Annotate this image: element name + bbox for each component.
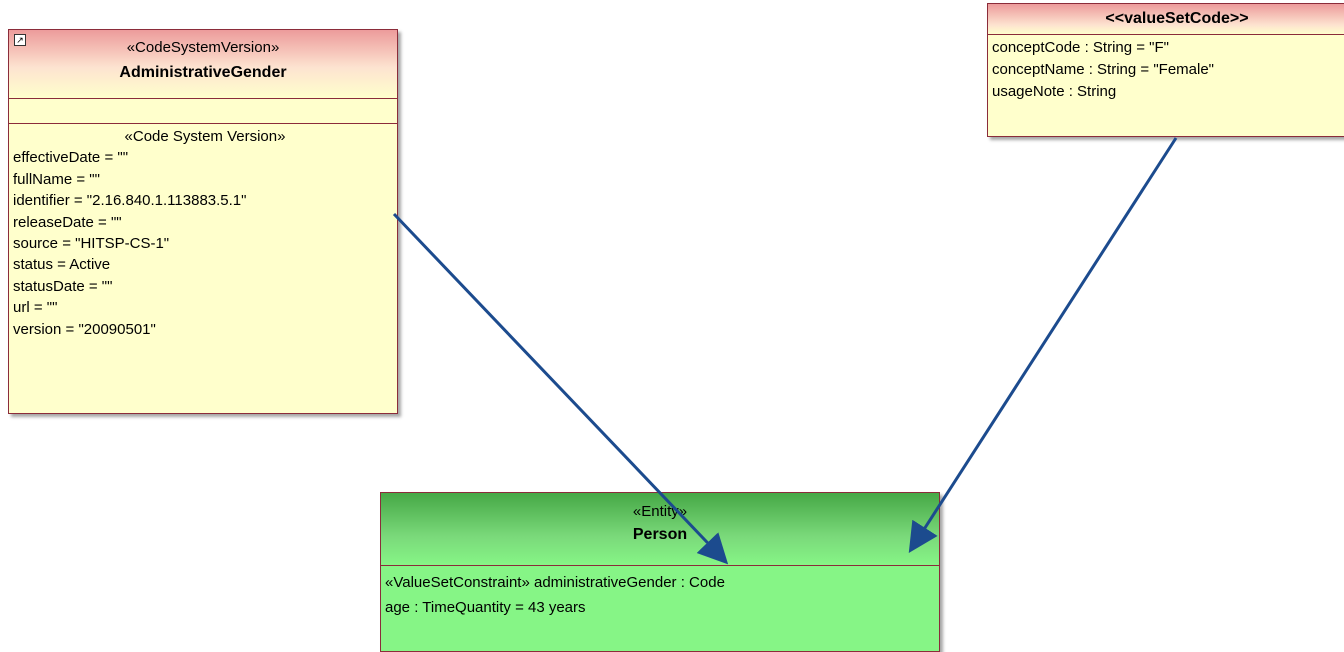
code-system-attribute: url = "" <box>13 299 58 317</box>
shortcut-arrow-icon: ↗ <box>14 34 26 46</box>
identifier-to-gender-arrow <box>392 212 729 565</box>
person-entity-attribute: «ValueSetConstraint» administrativeGende… <box>385 574 725 591</box>
code-system-attribute: source = "HITSP-CS-1" <box>13 235 170 253</box>
code-system-attribute: identifier = "2.16.840.1.113883.5.1" <box>13 192 247 210</box>
code-system-class[interactable]: ↗ «CodeSystemVersion» AdministrativeGend… <box>8 29 398 414</box>
value-set-code-attribute: conceptName : String = "Female" <box>992 61 1214 78</box>
person-entity-header: «Entity» Person <box>381 493 939 566</box>
code-system-stereotype: «CodeSystemVersion» <box>126 39 280 56</box>
code-system-attribute: status = Active <box>13 256 111 274</box>
code-system-name: AdministrativeGender <box>119 64 287 81</box>
code-system-attribute: fullName = "" <box>13 170 100 188</box>
code-system-attribute: releaseDate = "" <box>13 213 122 231</box>
code-system-attributes: «Code System Version» effectiveDate = ""… <box>9 124 397 340</box>
code-system-attribute: effectiveDate = "" <box>13 149 129 167</box>
connector-layer <box>392 137 1178 565</box>
code-system-header: ↗ «CodeSystemVersion» AdministrativeGend… <box>9 30 397 99</box>
value-set-code-attribute: usageNote : String <box>992 83 1117 100</box>
code-system-section-label: «Code System Version» <box>124 128 286 145</box>
code-system-attribute: statusDate = "" <box>13 277 113 295</box>
value-set-code-stereotype: <<valueSetCode>> <box>988 4 1344 35</box>
value-set-code-to-person-arrow <box>908 137 1178 554</box>
person-entity-name: Person <box>632 526 688 543</box>
code-system-attribute: version = "20090501" <box>13 320 156 338</box>
value-set-code-class[interactable]: <<valueSetCode>> conceptCode : String = … <box>987 3 1344 137</box>
value-set-code-attributes: conceptCode : String = "F" conceptName :… <box>988 35 1344 103</box>
value-set-code-attribute: conceptCode : String = "F" <box>992 39 1169 56</box>
code-system-empty-compartment <box>9 99 397 124</box>
person-entity-attributes: «ValueSetConstraint» administrativeGende… <box>381 566 939 620</box>
person-entity-attribute: age : TimeQuantity = 43 years <box>385 599 586 616</box>
